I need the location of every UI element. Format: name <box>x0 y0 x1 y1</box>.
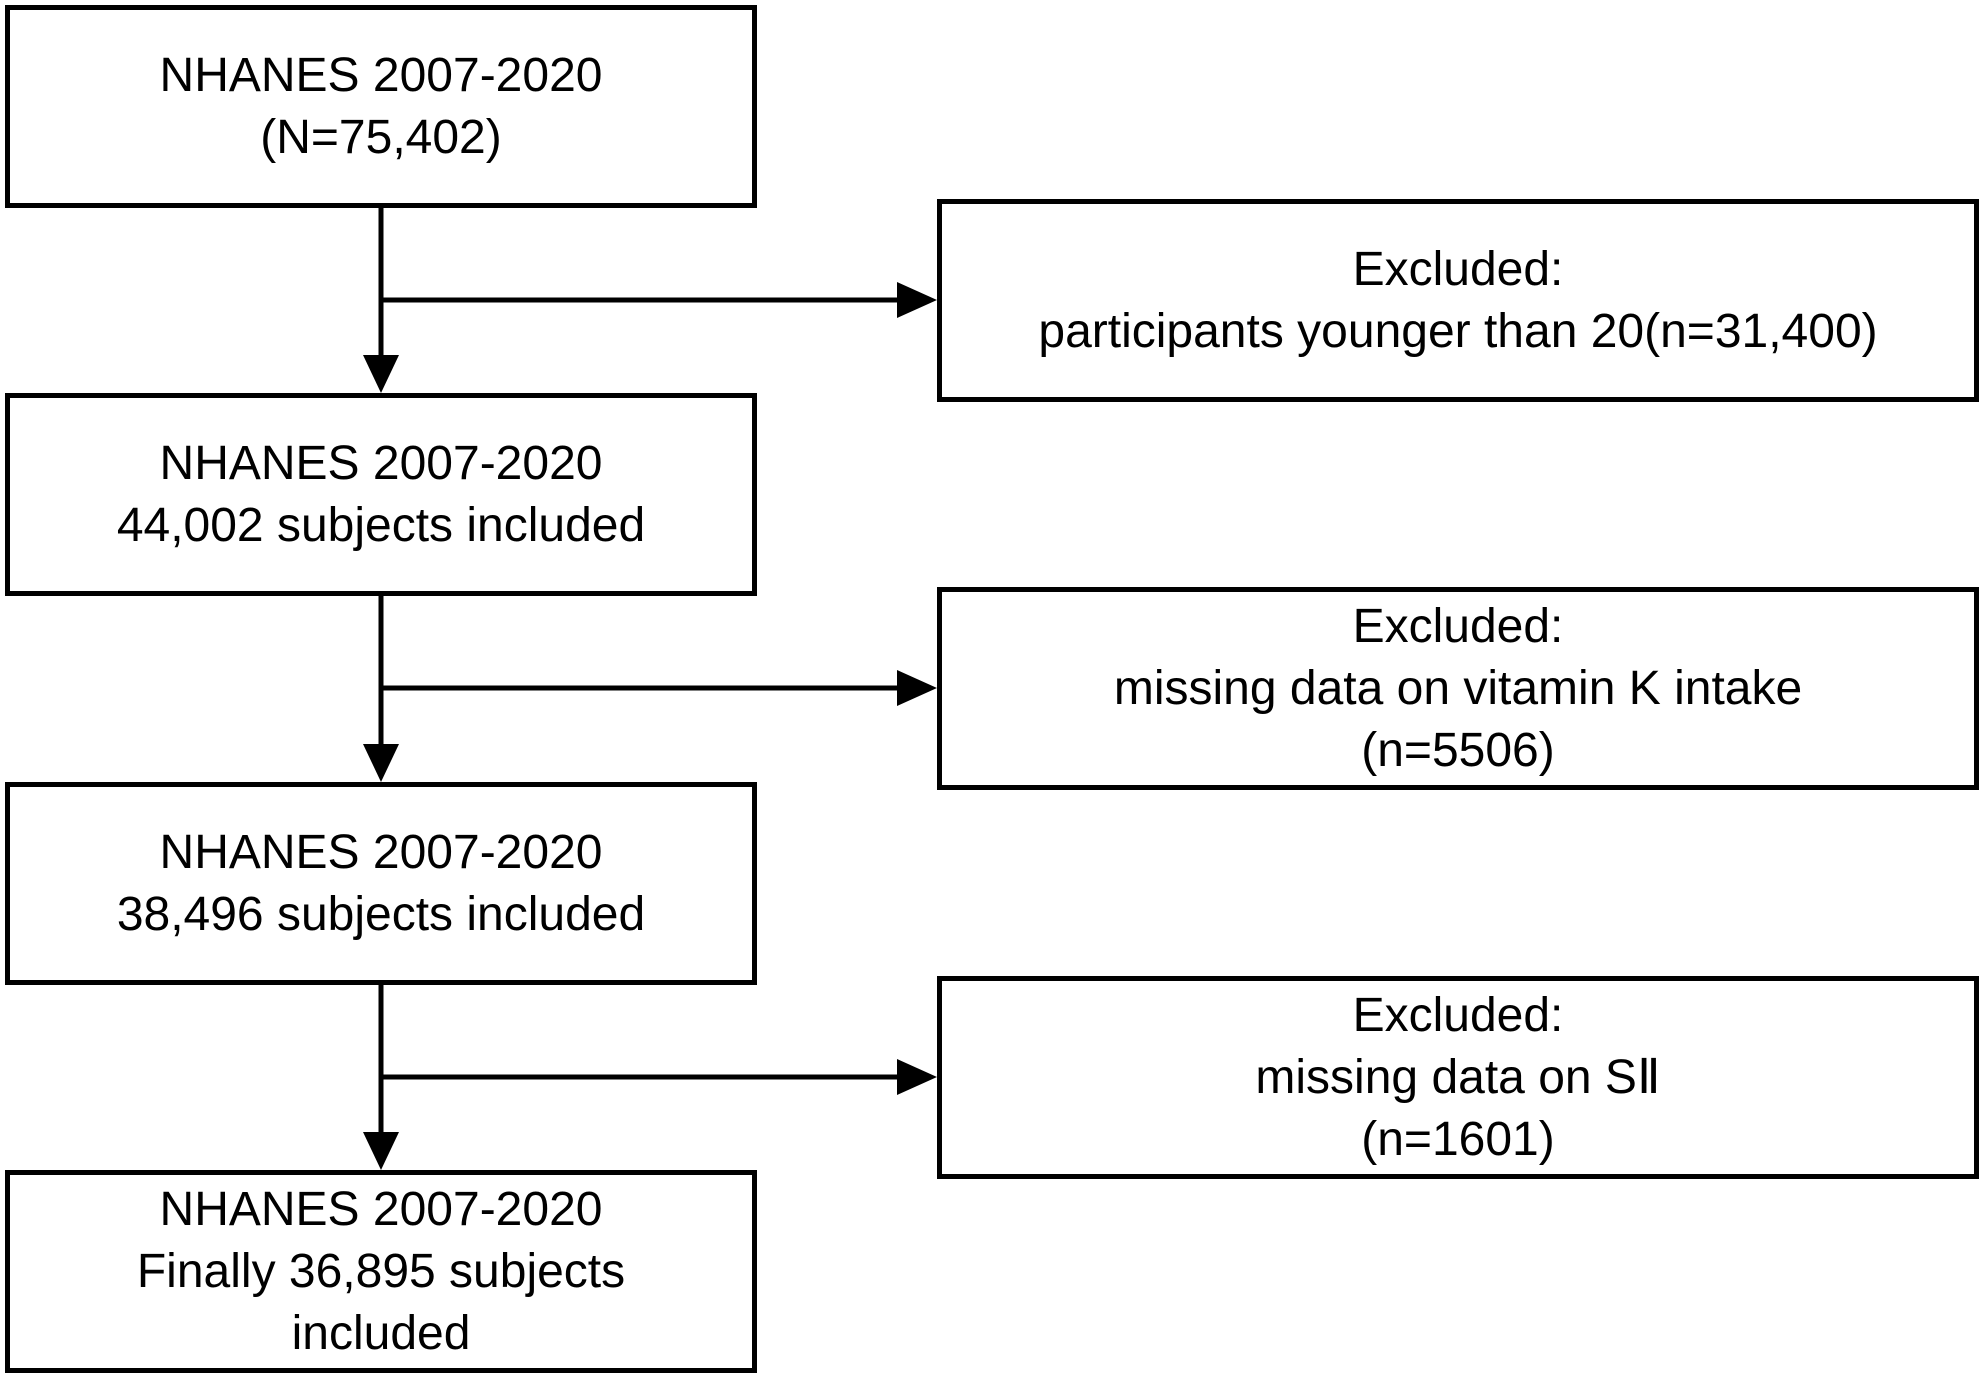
box-exclusion-age: Excluded: participants younger than 20(n… <box>937 199 1979 402</box>
right-arrow-1 <box>897 282 937 318</box>
exclusion-heading: Excluded: <box>1352 242 1564 296</box>
exclusion-reason: missing data on SⅡ <box>1255 1050 1661 1104</box>
box-exclusion-vitamin-k: Excluded: missing data on vitamin K inta… <box>937 587 1979 790</box>
exclusion-heading: Excluded: <box>1352 988 1564 1042</box>
right-arrow-2 <box>897 670 937 706</box>
down-arrow-1 <box>363 355 399 393</box>
box-count: 44,002 subjects included <box>116 498 646 552</box>
exclusion-count: (n=5506) <box>1361 723 1555 777</box>
down-arrow-3 <box>363 1132 399 1170</box>
box-initial-population: NHANES 2007-2020 (N=75,402) <box>5 5 757 208</box>
box-final-population: NHANES 2007-2020 Finally 36,895 subjects… <box>5 1170 757 1373</box>
box-count-suffix: included <box>291 1306 471 1360</box>
box-title: NHANES 2007-2020 <box>159 48 603 102</box>
box-count: (N=75,402) <box>260 110 502 164</box>
down-arrow-2 <box>363 744 399 782</box>
box-after-vitamin-k-exclusion: NHANES 2007-2020 38,496 subjects include… <box>5 782 757 985</box>
exclusion-reason: missing data on vitamin K intake <box>1113 661 1803 715</box>
exclusion-heading: Excluded: <box>1352 599 1564 653</box>
box-title: NHANES 2007-2020 <box>159 825 603 879</box>
box-exclusion-sii: Excluded: missing data on SⅡ (n=1601) <box>937 976 1979 1179</box>
right-arrow-3 <box>897 1059 937 1095</box>
box-count: 38,496 subjects included <box>116 887 646 941</box>
box-title: NHANES 2007-2020 <box>159 436 603 490</box>
exclusion-reason: participants younger than 20(n=31,400) <box>1038 304 1878 358</box>
exclusion-count: (n=1601) <box>1361 1112 1555 1166</box>
box-after-age-exclusion: NHANES 2007-2020 44,002 subjects include… <box>5 393 757 596</box>
box-title: NHANES 2007-2020 <box>159 1182 603 1236</box>
box-count: Finally 36,895 subjects <box>136 1244 626 1298</box>
